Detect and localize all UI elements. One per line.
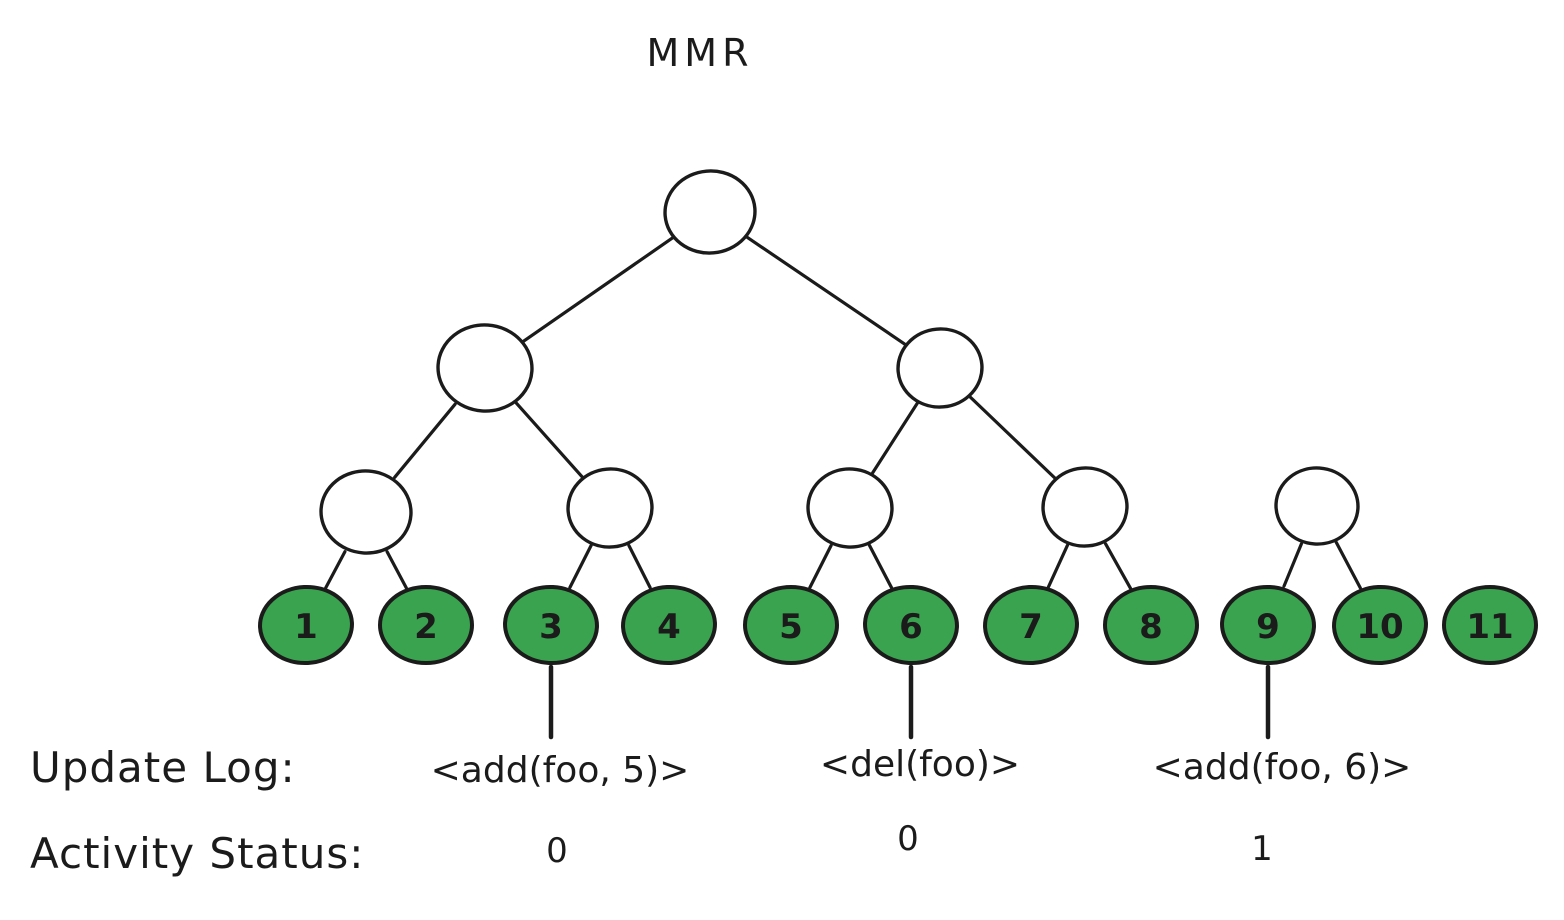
leaf-node-6: 6 [863, 584, 959, 666]
leaf-node-1: 1 [258, 584, 354, 666]
leaf-node-9: 9 [1220, 584, 1316, 666]
internal-node-a [436, 323, 534, 413]
internal-node-root [663, 169, 757, 255]
leaf-circle-2 [378, 585, 474, 665]
activity-status-value-3: 1 [1251, 829, 1273, 869]
tree-edges [324, 235, 1362, 590]
leaf-node-11: 11 [1442, 585, 1538, 665]
leaf-node-4: 4 [621, 584, 717, 666]
internal-node-p12 [319, 469, 413, 555]
activity-status-label: Activity Status: [30, 829, 364, 878]
leaf-circle-4 [621, 584, 717, 666]
diagram-title: MMR [647, 31, 754, 75]
activity-status-value-2: 0 [897, 819, 919, 859]
update-log-entry-2: <del(foo)> [820, 744, 1020, 785]
leaf-label-10: 10 [1356, 607, 1403, 647]
internal-node-p34 [566, 467, 654, 549]
leaf-circle-6 [863, 584, 959, 666]
leaf-circle-1 [258, 584, 354, 666]
internal-node-b [896, 327, 984, 409]
tree-edge-p56-leaf-6 [867, 543, 894, 590]
leaf-circle-3 [503, 584, 599, 666]
leaf-label-1: 1 [294, 607, 318, 647]
leaf-label-11: 11 [1466, 607, 1513, 647]
tree-edge-b-p78 [968, 395, 1057, 480]
log-pointer-lines [548, 664, 1271, 740]
update-log-label: Update Log: [30, 743, 296, 792]
tree-edge-p78-leaf-8 [1103, 542, 1133, 590]
update-log-entries: <add(foo, 5)> <del(foo)> <add(foo, 6)> [431, 744, 1412, 791]
activity-status-row: Activity Status: 0 0 1 [30, 819, 1273, 878]
leaf-circle-5 [743, 585, 839, 665]
tree-edge-root-b [745, 235, 907, 346]
tree-edge-p34-leaf-3 [568, 543, 593, 590]
update-log-entry-1: <add(foo, 5)> [431, 750, 690, 791]
update-log-entry-3: <add(foo, 6)> [1153, 747, 1412, 788]
leaf-node-7: 7 [983, 584, 1079, 666]
leaf-node-8: 8 [1103, 585, 1199, 665]
leaf-label-9: 9 [1256, 607, 1280, 647]
leaf-label-5: 5 [779, 607, 803, 647]
tree-internal-nodes [319, 169, 1360, 555]
leaf-circle-7 [983, 584, 1079, 666]
tree-edge-p34-leaf-4 [627, 543, 652, 590]
leaf-label-2: 2 [414, 607, 438, 647]
tree-edge-p910-leaf-10 [1334, 540, 1362, 590]
tree-edge-p12-leaf-1 [324, 550, 347, 590]
internal-node-p910 [1274, 466, 1360, 546]
leaf-circle-9 [1220, 584, 1316, 666]
leaf-circle-8 [1103, 585, 1199, 665]
internal-node-p56 [806, 467, 894, 549]
leaf-node-3: 3 [503, 584, 599, 666]
tree-edge-p12-leaf-2 [385, 550, 408, 590]
tree-edge-b-p56 [871, 401, 919, 475]
tree-edge-a-p12 [393, 402, 457, 479]
tree-leaf-nodes: 1 2 3 4 5 6 7 8 9 10 11 [258, 584, 1538, 666]
activity-status-values: 0 0 1 [546, 819, 1273, 871]
internal-node-p78 [1041, 466, 1129, 548]
tree-edge-a-p34 [514, 401, 584, 479]
leaf-label-6: 6 [899, 607, 923, 647]
leaf-node-2: 2 [378, 585, 474, 665]
tree-edge-p78-leaf-7 [1046, 543, 1070, 589]
tree-edge-root-a [521, 236, 675, 343]
leaf-node-5: 5 [743, 585, 839, 665]
leaf-circle-10 [1332, 584, 1428, 666]
leaf-label-4: 4 [657, 607, 681, 647]
leaf-circle-11 [1442, 585, 1538, 665]
tree-edge-p56-leaf-5 [808, 543, 833, 590]
leaf-label-3: 3 [539, 607, 563, 647]
tree-edge-p910-leaf-9 [1282, 542, 1304, 588]
update-log-row: Update Log: <add(foo, 5)><del(foo)><add(… [30, 743, 1411, 792]
leaf-node-10: 10 [1332, 584, 1428, 666]
leaf-label-8: 8 [1139, 607, 1163, 647]
leaf-label-7: 7 [1019, 607, 1043, 647]
activity-status-value-1: 0 [546, 831, 568, 871]
